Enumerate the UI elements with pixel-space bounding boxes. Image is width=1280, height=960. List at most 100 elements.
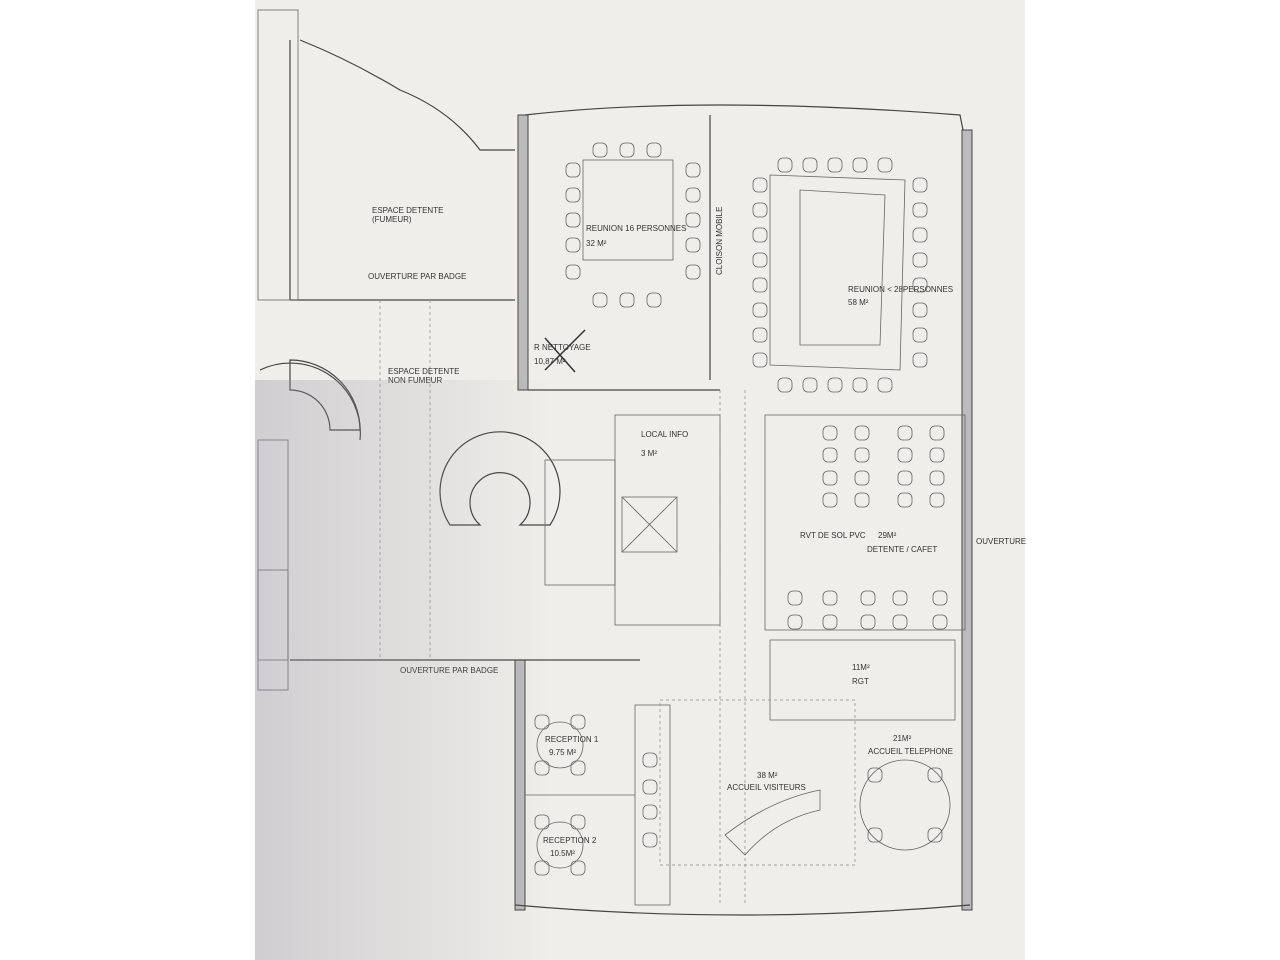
chair (827, 377, 843, 393)
chair (619, 142, 635, 158)
cafet-outline (764, 414, 966, 631)
walls (257, 9, 973, 916)
reception-desk (724, 789, 821, 856)
wall-bottom (514, 904, 971, 916)
chair (565, 237, 581, 253)
chair (565, 212, 581, 228)
chair (929, 470, 945, 486)
label-rgt-area: 11M² (852, 663, 870, 672)
chair (867, 767, 883, 783)
chair (752, 202, 768, 218)
table-reunion-28 (769, 174, 906, 371)
chair (752, 227, 768, 243)
chair (570, 760, 586, 776)
chair (685, 237, 701, 253)
chair (877, 377, 893, 393)
label-rgt: RGT (852, 677, 869, 686)
chair (752, 177, 768, 193)
label-reunion-16: REUNION 16 PERSONNES (586, 224, 686, 233)
label-cloison: CLOISON MOBILE (715, 207, 724, 275)
spiral-stairs-center (439, 431, 561, 526)
table-reception-1 (536, 721, 584, 769)
chair (534, 814, 550, 830)
label-local-info-area: 3 M² (641, 449, 657, 458)
label-accueil-telephone: ACCUEIL TELEPHONE (868, 747, 953, 756)
label-cafet-area: 29M² (878, 531, 897, 540)
chair (787, 614, 803, 630)
chair (822, 425, 838, 441)
wall-right (961, 129, 973, 911)
label-non-fumeur: ESPACE DETENTE (388, 367, 459, 376)
chair (892, 614, 908, 630)
chair (752, 327, 768, 343)
chair (822, 590, 838, 606)
label-non-fumeur-2: NON FUMEUR (388, 376, 442, 385)
label-reunion-28: REUNION < 28PERSONNES (848, 285, 953, 294)
chair (777, 377, 793, 393)
chair (854, 425, 870, 441)
table-accueil-telephone (859, 759, 951, 851)
chair (777, 157, 793, 173)
reception-wall (634, 704, 671, 906)
chair (685, 212, 701, 228)
chair (646, 142, 662, 158)
chair (685, 264, 701, 280)
chair (932, 590, 948, 606)
chair (646, 292, 662, 308)
chair (787, 590, 803, 606)
elevator (621, 496, 678, 553)
chair (565, 162, 581, 178)
table-reunion-16 (582, 159, 674, 261)
label-nettoyage: R NETTOYAGE (534, 343, 591, 352)
chair (912, 252, 928, 268)
chair (927, 827, 943, 843)
chair (752, 277, 768, 293)
chair (912, 227, 928, 243)
terrace-hedge (299, 39, 515, 151)
chair (642, 779, 658, 795)
label-cafet: DETENTE / CAFET (867, 545, 937, 554)
chair (592, 292, 608, 308)
chair (897, 470, 913, 486)
labels: ESPACE DETENTE (FUMEUR) OUVERTURE PAR BA… (368, 206, 1026, 858)
chair (877, 157, 893, 173)
label-ouverture-right: OUVERTURE (976, 537, 1026, 546)
chair (642, 804, 658, 820)
chair (685, 187, 701, 203)
label-accueil-visiteurs: ACCUEIL VISITEURS (727, 783, 806, 792)
chair (534, 714, 550, 730)
label-reunion-28-area: 58 M² (848, 298, 869, 307)
rgt-outline (769, 639, 956, 721)
chair (827, 157, 843, 173)
chair (892, 590, 908, 606)
label-reunion-16-area: 32 M² (586, 239, 607, 248)
chair (852, 157, 868, 173)
chair (802, 377, 818, 393)
chair (912, 327, 928, 343)
chair (619, 292, 635, 308)
chair (929, 447, 945, 463)
chair (854, 492, 870, 508)
chair (932, 614, 948, 630)
chair (570, 814, 586, 830)
chair (927, 767, 943, 783)
label-reception-2: RECEPTION 2 (543, 836, 597, 845)
label-espace-fumeur-2: (FUMEUR) (372, 215, 412, 224)
chair (685, 162, 701, 178)
chair (565, 264, 581, 280)
wall-top (524, 104, 966, 141)
chair (867, 827, 883, 843)
label-reception-2-area: 10.5M² (550, 849, 575, 858)
chair (592, 142, 608, 158)
chair (534, 860, 550, 876)
chair (860, 590, 876, 606)
chair (912, 177, 928, 193)
chair (929, 425, 945, 441)
table-reception-2 (536, 821, 584, 869)
accueil-floor (659, 699, 856, 866)
chair (912, 202, 928, 218)
chair (752, 252, 768, 268)
chair (565, 187, 581, 203)
chair (854, 470, 870, 486)
label-accueil-visiteurs-area: 38 M² (757, 771, 778, 780)
